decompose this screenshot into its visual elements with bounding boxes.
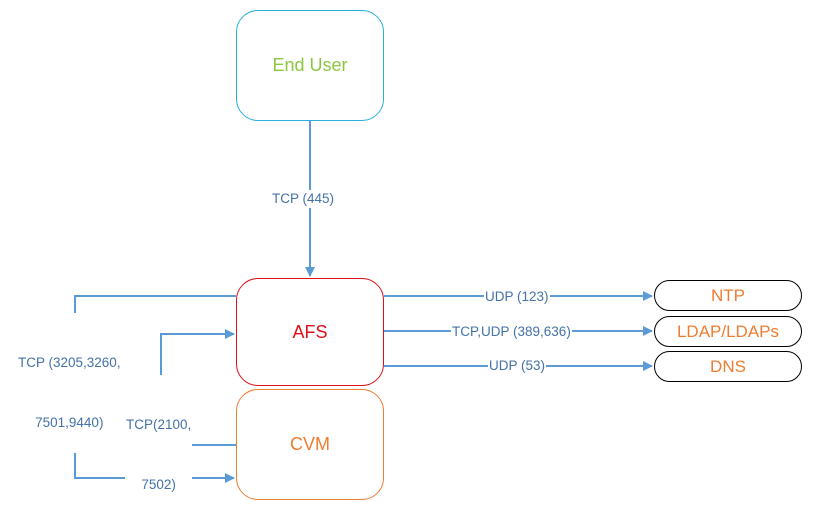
afs-to-cvm-label: TCP (3205,3260, 7501,9440): [17, 313, 122, 453]
afs-to-cvm-label-line2: 7501,9440): [35, 415, 104, 430]
afs-to-cvm-label-line1: TCP (3205,3260,: [18, 355, 121, 370]
end-user-node: End User: [236, 10, 384, 121]
afs-node: AFS: [236, 278, 384, 386]
ntp-node: NTP: [654, 280, 802, 311]
cvm-to-afs-label-line1: TCP(2100,: [126, 417, 192, 432]
afs-to-ntp-label: UDP (123): [484, 288, 550, 306]
end-user-to-afs-label: TCP (445): [271, 190, 336, 208]
ldap-node: LDAP/LDAPs: [654, 316, 802, 347]
cvm-to-afs-label: TCP(2100, 7502): [125, 375, 193, 515]
afs-to-dns-label: UDP (53): [488, 357, 547, 375]
cvm-node: CVM: [236, 389, 384, 500]
dns-node: DNS: [654, 351, 802, 382]
cvm-to-afs-label-line2: 7502): [141, 477, 176, 492]
afs-to-ldap-label: TCP,UDP (389,636): [451, 323, 572, 341]
